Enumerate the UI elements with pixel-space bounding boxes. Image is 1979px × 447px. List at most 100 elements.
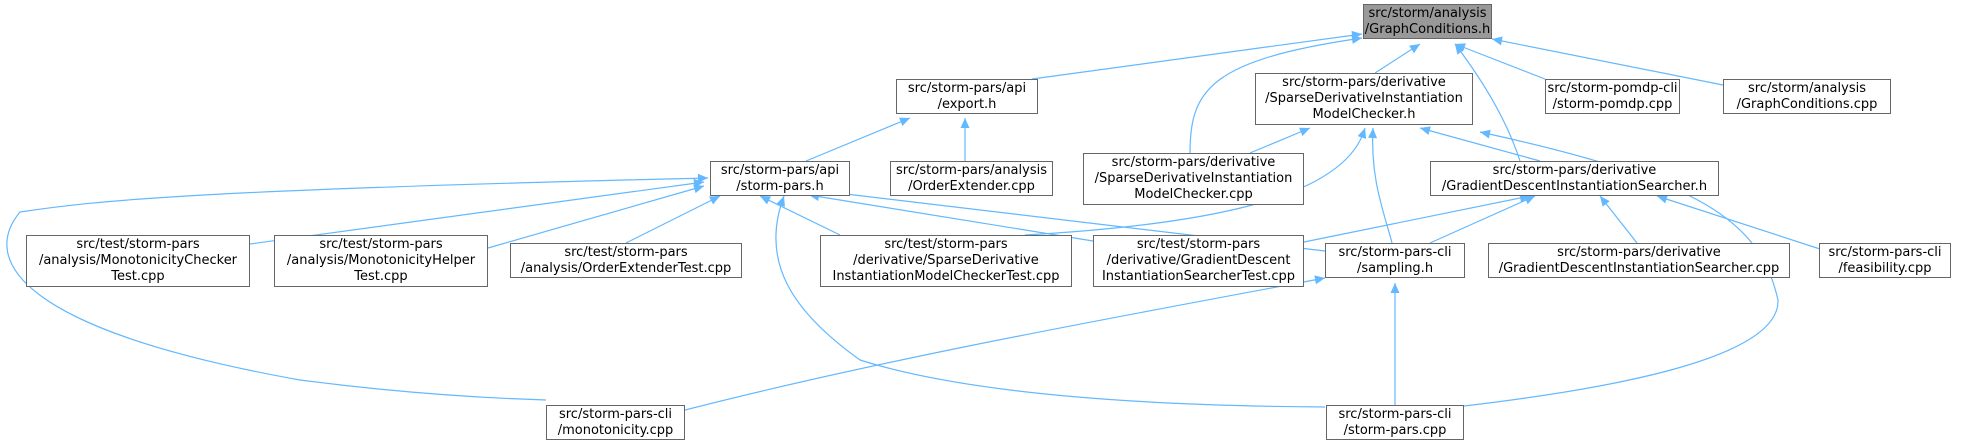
include-edge [1656, 195, 1821, 250]
node-label-line: ModelChecker.h [1312, 107, 1416, 122]
node-label-line: src/storm-pars-cli [1338, 244, 1452, 260]
include-edge [775, 195, 1326, 408]
arrow-head [1420, 126, 1431, 135]
arrow-head [760, 196, 771, 205]
node-sparse-derivative-test[interactable]: src/test/storm-pars/derivative/SparseDer… [820, 235, 1072, 287]
node-label-line: /export.h [937, 96, 997, 112]
node-label-line: Test.cpp [354, 269, 408, 284]
node-label-line: /analysis/OrderExtenderTest.cpp [520, 260, 732, 276]
arrow-head [776, 196, 785, 207]
node-label-line: src/storm/analysis [1748, 80, 1866, 96]
node-label-line: /storm-pomdp.cpp [1552, 96, 1673, 112]
arrow-head [1657, 194, 1668, 204]
arrow-head [1368, 128, 1378, 139]
include-edge [1031, 33, 1363, 80]
node-gradient-searcher-cpp[interactable]: src/storm-pars/derivative/GradientDescen… [1488, 243, 1790, 278]
node-graphconditions-h[interactable]: src/storm/analysis/GraphConditions.h [1363, 4, 1492, 39]
node-storm-pars-h[interactable]: src/storm-pars/api/storm-pars.h [710, 161, 850, 196]
node-label-line: src/storm-pars/api [720, 162, 840, 178]
arrow-head [693, 184, 704, 194]
include-edge [487, 185, 705, 249]
node-label-line: src/storm-pars-cli [558, 406, 673, 422]
include-edge [805, 117, 911, 162]
edges [6, 30, 1821, 411]
include-edge [1372, 127, 1393, 244]
node-label-line: src/storm/analysis [1368, 5, 1487, 21]
arrow-head [1524, 195, 1535, 205]
node-label-line: src/storm-pars/derivative [1557, 244, 1721, 260]
node-label-line: /analysis/MonotonicityChecker [38, 253, 238, 268]
include-edge [1454, 43, 1521, 162]
node-label-line: /monotonicity.cpp [557, 422, 674, 438]
node-sparse-derivative-h[interactable]: src/storm-pars/derivative/SparseDerivati… [1255, 73, 1473, 125]
include-edge [808, 194, 1094, 242]
node-label-line: /GraphConditions.cpp [1736, 96, 1878, 112]
node-graphconditions-cpp[interactable]: src/storm/analysis/GraphConditions.cpp [1723, 79, 1891, 114]
node-label-line: /derivative/SparseDerivative [853, 253, 1039, 268]
node-api-export-h[interactable]: src/storm-pars/api/export.h [896, 79, 1038, 114]
node-label-line: src/storm-pars-cli [1828, 244, 1942, 260]
arrow-head [1314, 275, 1325, 285]
node-label-line: InstantiationModelCheckerTest.cpp [832, 269, 1060, 284]
node-mono-checker-test[interactable]: src/test/storm-pars/analysis/Monotonicit… [26, 235, 250, 287]
node-label-line: /GradientDescentInstantiationSearcher.h [1441, 178, 1708, 194]
arrow-head [709, 196, 720, 205]
include-edge [759, 195, 841, 236]
node-label-line: /feasibility.cpp [1838, 260, 1932, 276]
node-label-line: src/storm-pars/api [907, 80, 1027, 96]
node-label-line: src/storm-pomdp-cli [1547, 80, 1678, 96]
node-label-line: /GradientDescentInstantiationSearcher.cp… [1498, 260, 1780, 276]
node-monotonicity-cpp[interactable]: src/storm-pars-cli/monotonicity.cpp [546, 405, 685, 440]
node-label-line: src/test/storm-pars [564, 244, 688, 260]
arrow-head [1299, 127, 1310, 136]
node-label-line: src/test/storm-pars [76, 237, 200, 252]
arrow-head [1480, 129, 1491, 139]
include-edge [1429, 195, 1536, 244]
include-edge [6, 177, 709, 401]
node-storm-pars-cpp[interactable]: src/storm-pars-cli/storm-pars.cpp [1326, 405, 1464, 440]
node-label-line: /OrderExtender.cpp [908, 178, 1035, 194]
node-storm-pomdp-cpp[interactable]: src/storm-pomdp-cli/storm-pomdp.cpp [1545, 79, 1680, 114]
include-edge [1249, 127, 1311, 154]
arrow-head [960, 118, 970, 128]
arrow-head [1600, 196, 1610, 207]
node-label-line: Test.cpp [111, 269, 165, 284]
include-edge [1419, 127, 1541, 162]
node-label-line: src/storm-pars/derivative [1282, 75, 1446, 90]
node-label-line: src/test/storm-pars [1136, 237, 1261, 252]
node-label-line: /storm-pars.cpp [1343, 422, 1447, 438]
arrow-head [1390, 283, 1400, 293]
node-order-extender-test[interactable]: src/test/storm-pars/analysis/OrderExtend… [510, 243, 742, 278]
node-label-line: src/storm-pars/derivative [1492, 162, 1657, 178]
include-edge [625, 195, 721, 244]
node-feasibility-cpp[interactable]: src/storm-pars-cli/feasibility.cpp [1819, 243, 1951, 278]
node-sparse-derivative-cpp[interactable]: src/storm-pars/derivative/SparseDerivati… [1083, 153, 1304, 205]
arrow-head [1492, 36, 1503, 46]
node-sampling-h[interactable]: src/storm-pars-cli/sampling.h [1325, 243, 1465, 278]
node-label-line: src/storm-pars/analysis [895, 162, 1047, 178]
node-label-line: src/test/storm-pars [319, 237, 443, 252]
arrow-head [1357, 128, 1367, 139]
node-label-line: src/storm-pars-cli [1338, 406, 1452, 422]
node-label-line: /SparseDerivativeInstantiation [1265, 91, 1463, 106]
arrow-head [1409, 44, 1420, 54]
node-label-line: /storm-pars.h [736, 178, 824, 194]
include-edge [1189, 37, 1363, 154]
node-label-line: /analysis/MonotonicityHelper [286, 253, 476, 268]
include-edge [1454, 43, 1546, 80]
node-order-extender-cpp[interactable]: src/storm-pars/analysis/OrderExtender.cp… [890, 161, 1053, 196]
node-label-line: /SparseDerivativeInstantiation [1094, 171, 1293, 186]
node-gradient-searcher-test[interactable]: src/test/storm-pars/derivative/GradientD… [1093, 235, 1304, 287]
include-edge [1491, 38, 1724, 86]
node-label-line: /derivative/GradientDescent [1106, 253, 1291, 268]
arrow-head [899, 117, 910, 126]
node-label-line: InstantiationSearcherTest.cpp [1101, 269, 1296, 284]
node-mono-helper-test[interactable]: src/test/storm-pars/analysis/Monotonicit… [274, 235, 488, 287]
node-gradient-searcher-h[interactable]: src/storm-pars/derivative/GradientDescen… [1430, 161, 1719, 196]
node-label-line: /sampling.h [1356, 260, 1434, 276]
arrow-head [697, 173, 708, 183]
node-label-line: ModelChecker.cpp [1134, 187, 1253, 202]
node-label-line: /GraphConditions.h [1364, 21, 1491, 37]
arrow-head [1455, 44, 1465, 55]
node-label-line: src/test/storm-pars [884, 237, 1008, 252]
